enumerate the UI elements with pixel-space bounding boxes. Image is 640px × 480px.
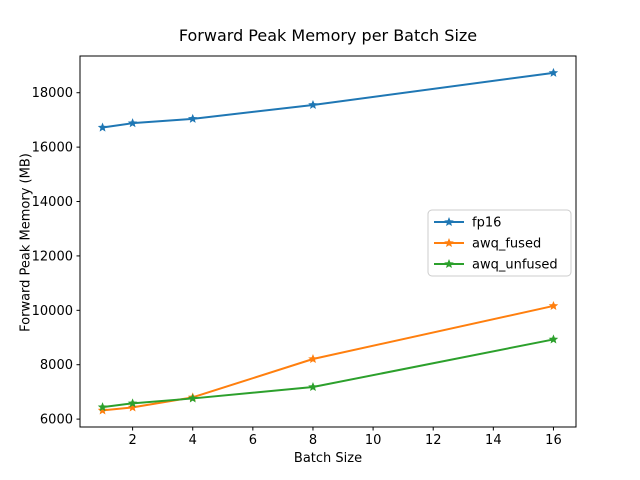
y-axis-label: Forward Peak Memory (MB) <box>18 153 34 332</box>
legend-marker-fp16 <box>444 217 454 227</box>
series-marker-awq_fused <box>97 405 108 415</box>
y-tick-label: 8000 <box>40 358 73 373</box>
y-tick-label: 10000 <box>32 304 73 319</box>
x-tick-label: 16 <box>545 433 562 448</box>
series-marker-awq_unfused <box>187 393 198 403</box>
series-marker-fp16 <box>187 113 198 123</box>
series-marker-awq_unfused <box>127 398 138 408</box>
series-line-fp16 <box>102 71 554 129</box>
series-marker-awq_fused <box>308 354 318 364</box>
plot-border <box>79 55 577 428</box>
x-axis-label: Batch Size <box>293 451 363 466</box>
series-marker-awq_unfused <box>97 402 108 412</box>
x-tick-label: 6 <box>249 433 257 448</box>
series-marker-fp16 <box>127 118 138 128</box>
series-line-awq_fused <box>102 304 554 412</box>
y-tick-label: 16000 <box>32 141 73 156</box>
y-tick-label: 14000 <box>32 195 73 210</box>
series-marker-fp16 <box>548 67 559 77</box>
series-marker-fp16 <box>308 99 318 109</box>
x-tick-label: 12 <box>425 433 442 448</box>
legend-label-awq_fused: awq_fused <box>472 237 541 252</box>
series-marker-awq_fused <box>127 402 138 412</box>
chart-title: Forward Peak Memory per Batch Size <box>178 26 478 45</box>
y-tick-label: 12000 <box>32 249 73 264</box>
series-line-awq_unfused <box>102 338 554 409</box>
legend-marker-awq_fused <box>444 238 454 248</box>
x-tick-label: 14 <box>485 433 502 448</box>
series-marker-awq_fused <box>548 300 559 311</box>
x-tick-label: 10 <box>365 433 382 448</box>
series-marker-awq_unfused <box>308 382 318 392</box>
y-tick-label: 18000 <box>32 86 73 101</box>
y-tick-label: 6000 <box>40 413 73 428</box>
legend-label-awq_unfused: awq_unfused <box>472 258 558 273</box>
x-tick-label: 4 <box>189 433 197 448</box>
series-marker-fp16 <box>97 122 108 132</box>
legend-marker-awq_unfused <box>444 259 454 269</box>
series-marker-awq_unfused <box>548 334 559 344</box>
x-tick-label: 8 <box>309 433 317 448</box>
legend-box <box>427 209 572 277</box>
legend-label-fp16: fp16 <box>472 216 501 231</box>
x-tick-label: 2 <box>128 433 136 448</box>
